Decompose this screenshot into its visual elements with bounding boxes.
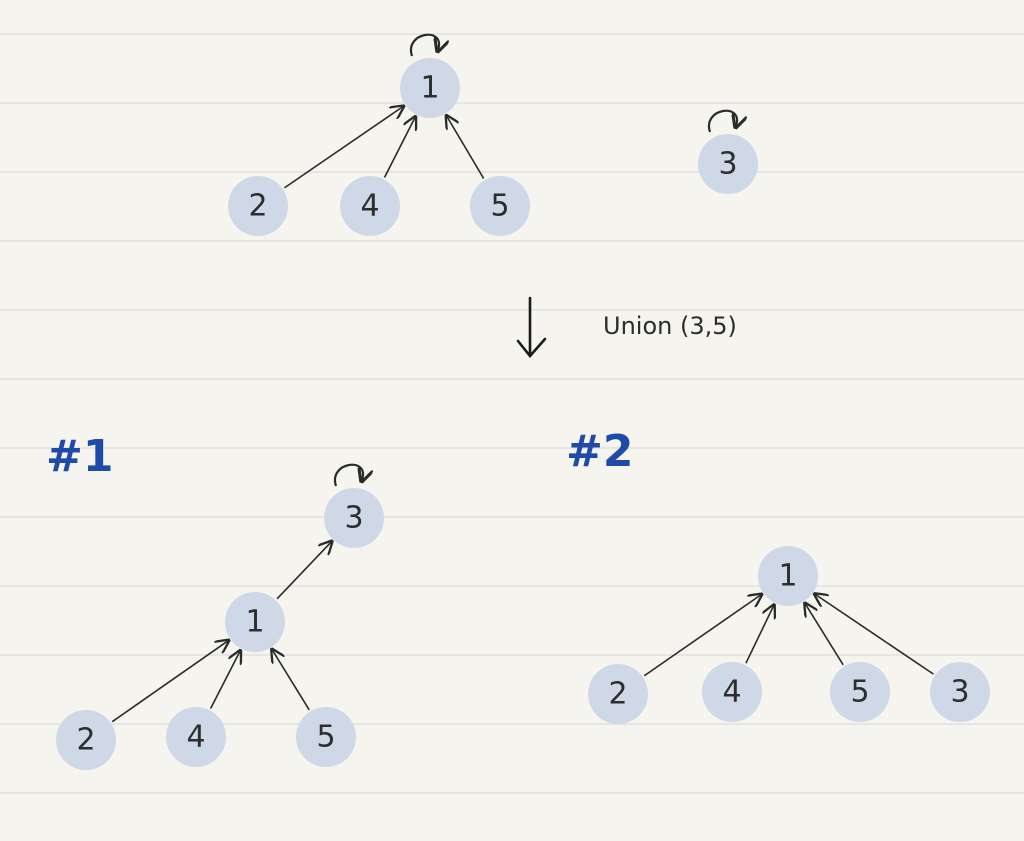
node-label: 5 xyxy=(316,720,335,755)
node-label: 1 xyxy=(420,71,439,106)
result-2-label: #2 xyxy=(566,426,633,477)
node-circle xyxy=(324,488,384,548)
node-label: 2 xyxy=(76,723,95,758)
edge-result_1-r1_1-to-r1_3 xyxy=(276,541,332,600)
node-label: 4 xyxy=(722,675,741,710)
node-circle xyxy=(225,592,285,652)
node-label: 5 xyxy=(850,675,869,710)
transition: Union (3,5) xyxy=(516,296,737,359)
edge-before-b4-to-b1 xyxy=(383,117,416,178)
down-arrow-icon xyxy=(516,296,547,359)
node-circle xyxy=(930,662,990,722)
node-result_2-2: 2 xyxy=(588,664,648,724)
node-circle xyxy=(588,664,648,724)
node-result_2-3: 3 xyxy=(930,662,990,722)
node-circle xyxy=(228,176,288,236)
operation-label: Union (3,5) xyxy=(603,312,737,340)
node-result_1-5: 5 xyxy=(296,707,356,767)
edge-result_2-r2_3-to-r2_1 xyxy=(815,594,934,675)
node-label: 3 xyxy=(344,501,363,536)
node-circle xyxy=(166,707,226,767)
edges-layer xyxy=(111,106,934,723)
node-circle xyxy=(702,662,762,722)
node-result_2-4: 4 xyxy=(702,662,762,722)
node-result_1-2: 2 xyxy=(56,710,116,770)
edge-result_1-r1_5-to-r1_1 xyxy=(272,649,310,711)
self-loop-icon xyxy=(409,33,439,57)
node-label: 1 xyxy=(245,605,264,640)
node-circle xyxy=(400,58,460,118)
edge-result_2-r2_2-to-r2_1 xyxy=(643,594,761,677)
self-loop-icon xyxy=(333,463,363,487)
node-circle xyxy=(340,176,400,236)
node-label: 4 xyxy=(360,189,379,224)
node-circle xyxy=(698,134,758,194)
node-before-5: 5 xyxy=(470,176,530,236)
node-label: 2 xyxy=(248,189,267,224)
node-circle xyxy=(296,707,356,767)
node-label: 3 xyxy=(718,147,737,182)
node-result_2-5: 5 xyxy=(830,662,890,722)
node-result_2-1: 1 xyxy=(758,546,818,606)
node-before-1: 1 xyxy=(400,33,460,118)
edge-result_1-r1_4-to-r1_1 xyxy=(209,650,241,709)
edge-result_2-r2_5-to-r2_1 xyxy=(805,603,844,666)
node-label: 2 xyxy=(608,677,627,712)
self-loop-icon xyxy=(707,109,737,133)
node-label: 5 xyxy=(490,189,509,224)
node-result_1-3: 3 xyxy=(324,463,384,548)
node-circle xyxy=(830,662,890,722)
node-result_1-1: 1 xyxy=(225,592,285,652)
node-label: 3 xyxy=(950,675,969,710)
node-before-2: 2 xyxy=(228,176,288,236)
node-result_1-4: 4 xyxy=(166,707,226,767)
node-circle xyxy=(470,176,530,236)
node-before-4: 4 xyxy=(340,176,400,236)
result-1-label: #1 xyxy=(46,431,113,482)
edge-before-b2-to-b1 xyxy=(283,106,403,189)
node-label: 4 xyxy=(186,720,205,755)
edge-result_1-r1_2-to-r1_1 xyxy=(111,640,229,723)
nodes-layer: 1 2 4 5 3 3 1 2 4 5 1 2 4 5 3 xyxy=(56,33,990,770)
edge-before-b5-to-b1 xyxy=(446,116,485,179)
node-circle xyxy=(758,546,818,606)
node-before-3: 3 xyxy=(698,109,758,194)
node-circle xyxy=(56,710,116,770)
node-label: 1 xyxy=(778,559,797,594)
edge-result_2-r2_4-to-r2_1 xyxy=(745,605,774,664)
